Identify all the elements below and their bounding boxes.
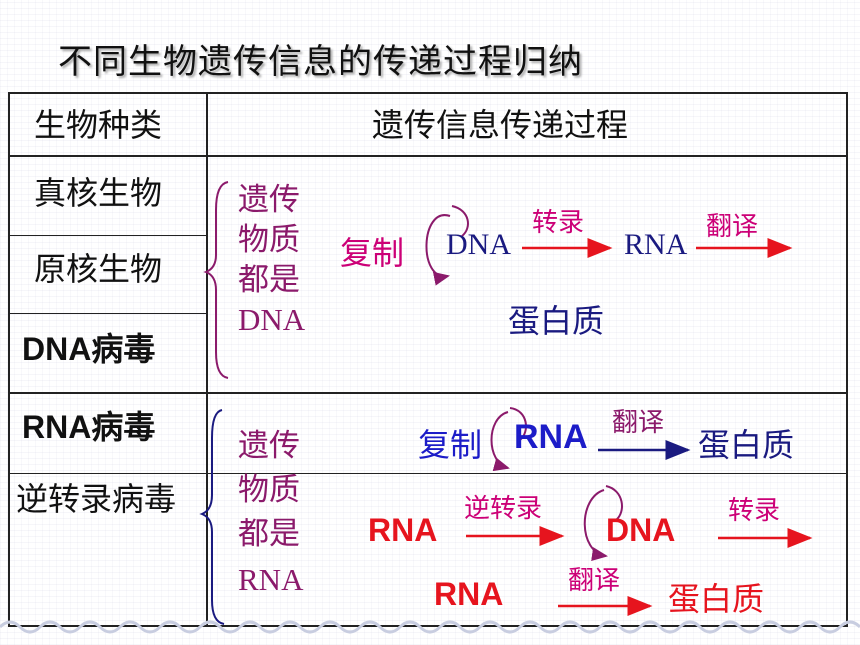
retro-translation-label: 翻译 [568,566,621,596]
header-organism-type: 生物种类 [34,106,163,144]
header-divider [8,155,848,157]
rna-material-line2: 物质 [238,472,300,508]
rna-material-line3: 都是 [238,516,300,552]
rna-virus-replication-label: 复制 [418,426,483,464]
header-transfer-process: 遗传信息传递过程 [372,106,629,144]
row-divider [8,235,208,236]
table-border-top [8,92,848,94]
dna-material-line3: 都是 [238,262,300,298]
dna-replication-loop-retro [583,489,608,561]
group-divider [8,392,848,394]
row-dna-virus: DNA病毒 [22,331,156,367]
retro-rna-second: RNA [434,576,504,612]
retro-rna-start: RNA [368,512,438,548]
retro-transcription-label: 转录 [728,496,781,526]
table-border-right [846,92,848,627]
row-rna-virus: RNA病毒 [22,409,156,445]
dna-group-brace [203,181,229,379]
process-table [8,92,848,627]
dna-material-line4: DNA [238,302,306,337]
row-eukaryote: 真核生物 [34,174,163,212]
dna-material-line1: 遗传 [238,182,300,218]
rna-material-line4: RNA [238,562,304,597]
retro-dna-node: DNA [606,512,676,548]
dna-replication-loop [425,214,451,286]
table-border-bottom [8,625,848,627]
dna-replication-label: 复制 [340,234,405,272]
transcription-label: 转录 [532,208,585,238]
rna-replication-loop [490,411,510,472]
dna-material-line2: 物质 [238,222,300,258]
rna-group-brace [199,409,225,625]
dna-node: DNA [446,228,511,261]
rna-node: RNA [624,228,688,261]
page-title: 不同生物遗传信息的传递过程归纳 [58,42,583,82]
decorative-wave-border [0,620,860,634]
row-prokaryote: 原核生物 [34,250,163,288]
translation-label: 翻译 [706,212,759,242]
row-retrovirus: 逆转录病毒 [16,480,177,518]
rna-material-line1: 遗传 [238,428,300,464]
rna-virus-rna-node: RNA [514,418,588,456]
protein-node: 蛋白质 [508,302,605,340]
reverse-transcription-label: 逆转录 [464,494,543,524]
table-column-divider [206,92,208,627]
row-divider [8,313,208,314]
table-border-left [8,92,10,627]
rna-virus-translation-label: 翻译 [612,408,665,438]
row-divider [8,473,848,474]
rna-virus-protein-node: 蛋白质 [698,426,795,464]
retro-protein-node: 蛋白质 [668,580,765,618]
